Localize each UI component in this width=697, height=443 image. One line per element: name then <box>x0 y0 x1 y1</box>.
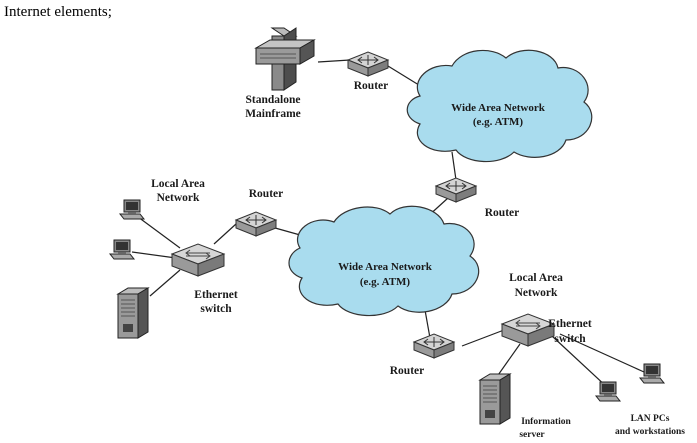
wan-cloud-top <box>406 49 593 163</box>
mainframe-label: Standalone <box>246 94 301 106</box>
wan-top-sublabel: (e.g. ATM) <box>473 116 524 128</box>
mainframe-sublabel: Mainframe <box>245 108 301 120</box>
router-left-icon <box>235 211 277 237</box>
ethernet-left-label: Ethernet <box>194 289 238 301</box>
pc-left-2-icon <box>109 239 135 260</box>
router-left-label: Router <box>249 188 284 200</box>
pc-left-1-icon <box>119 199 145 220</box>
ethernet-switch-left-icon <box>171 243 225 277</box>
ethernet-right-label: Ethernet <box>548 318 592 330</box>
lan-left-label: Local Area <box>151 178 205 190</box>
wan-mid-label: Wide Area Network <box>338 261 433 273</box>
pc-right-1-icon <box>595 381 621 402</box>
info-server-label: Information <box>521 417 571 427</box>
wan-top-label: Wide Area Network <box>451 102 546 114</box>
wan-mid-sublabel: (e.g. ATM) <box>360 276 411 288</box>
router-mid-label: Router <box>485 207 520 219</box>
router-bottom-icon <box>413 333 455 359</box>
router-top-icon <box>347 51 389 77</box>
pc-right-2-icon <box>639 363 665 384</box>
info-server-sublabel: server <box>519 430 545 440</box>
lan-pcs-label: LAN PCs <box>631 414 670 424</box>
ethernet-left-sublabel: switch <box>200 303 232 315</box>
info-server-icon <box>479 373 511 425</box>
ethernet-right-sublabel: switch <box>554 333 586 345</box>
wan-cloud-mid <box>288 205 480 317</box>
lan-right-sublabel: Network <box>515 287 558 299</box>
server-left-icon <box>117 287 149 339</box>
lan-right-label: Local Area <box>509 272 563 284</box>
router-top-label: Router <box>354 80 389 92</box>
ethernet-switch-right-icon <box>501 313 555 347</box>
lan-left-sublabel: Network <box>157 192 200 204</box>
mainframe-icon <box>254 27 316 91</box>
figure-caption: Internet elements; <box>4 4 112 20</box>
router-mid-icon <box>435 177 477 203</box>
router-bottom-label: Router <box>390 365 425 377</box>
lan-pcs-sublabel: and workstations <box>615 427 685 437</box>
